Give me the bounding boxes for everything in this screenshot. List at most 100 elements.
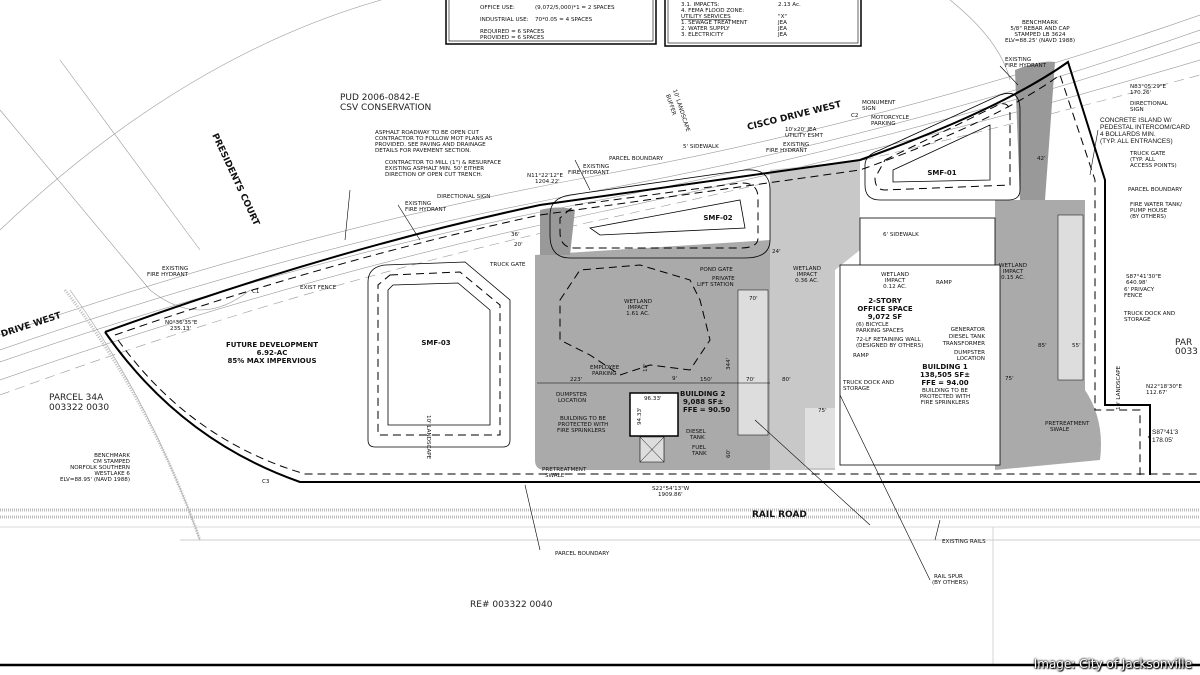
road-linework <box>0 0 1200 541</box>
fire-tank-note: FIRE WATER TANK/ <box>1130 202 1182 208</box>
generator-note: GENERATOR <box>951 327 985 333</box>
water-label: 2. WATER SUPPLY <box>681 26 730 32</box>
office-area: 9,072 SF <box>868 313 903 321</box>
benchmark-top-4: ELV=88.25' (NAVD 1988) <box>1005 38 1075 44</box>
benchmark-left: BENCHMARK <box>94 453 130 459</box>
benchmark-top-3: STAMPED LB 3624 <box>1014 32 1066 38</box>
parcel-boundary-note: PARCEL BOUNDARY <box>609 156 664 162</box>
curve-c1: C1 <box>252 289 260 295</box>
landscape-buffer-note-3: 10' LANDSCAPE <box>1116 365 1122 410</box>
building-2-label: BUILDING 2 <box>680 390 726 398</box>
electricity-label: 3. ELECTRICITY <box>681 32 724 38</box>
smf-02-label: SMF-02 <box>703 214 732 222</box>
dim-55: 55' <box>1072 343 1081 349</box>
building-1-area: 138,505 SF± <box>920 371 970 379</box>
building-2-note: BUILDING TO BE <box>560 416 606 422</box>
road-label-rail-road: RAIL ROAD <box>752 510 807 520</box>
bicycle-parking-note-2: PARKING SPACES <box>856 328 904 334</box>
hydrant-note-3: EXISTING <box>583 164 609 170</box>
bearing-4: S87°41'30"E <box>1126 274 1162 280</box>
lift-station-note-2: LIFT STATION <box>697 282 734 288</box>
truck-dock-note-b: TRUCK DOCK AND <box>842 380 894 386</box>
parcel-boundary <box>104 60 1200 483</box>
fema-label: 4. FEMA FLOOD ZONE: <box>681 8 744 14</box>
building-2-ffe: FFE = 90.50 <box>683 406 730 414</box>
monument-sign-note-2: SIGN <box>862 106 876 112</box>
pud-label-2: CSV CONSERVATION <box>340 103 431 113</box>
dim-36: 36' <box>511 232 520 238</box>
hydrant-note-2b: FIRE HYDRANT <box>147 272 189 278</box>
office-use-label: OFFICE USE: <box>480 5 515 11</box>
area-labels: FUTURE DEVELOPMENT 6.92-AC 85% MAX IMPER… <box>226 169 1027 414</box>
leader-lines <box>344 65 1151 581</box>
bearing-2-dist: 235.13' <box>170 326 191 332</box>
dim-20: 20' <box>514 242 523 248</box>
building-1-note: BUILDING TO BE <box>922 388 968 394</box>
wetland-2-label-2: IMPACT <box>797 272 818 278</box>
smf-01-label: SMF-01 <box>927 169 956 177</box>
dim-85: 85' <box>1038 343 1047 349</box>
asphalt-note: ASPHALT ROADWAY TO BE OPEN CUT <box>375 130 479 136</box>
parcel-right-number: 0033 <box>1175 347 1198 357</box>
mill-note: CONTRACTOR TO MILL (1") & RESURFACE <box>385 160 501 166</box>
diesel-tank-note: DIESEL TANK <box>949 334 985 340</box>
future-development-label: FUTURE DEVELOPMENT <box>226 341 318 349</box>
hydrant-note-4b: FIRE HYDRANT <box>766 148 808 154</box>
industrial-use-calc: 70*0.05 = 4 SPACES <box>535 17 593 23</box>
ramp-note: RAMP <box>936 280 952 286</box>
wetland-2-area: 0.36 AC. <box>795 278 819 284</box>
asphalt-note-2: CONTRACTOR TO FOLLOW MOT PLANS AS <box>375 136 493 142</box>
swale-note-b: PRETREATMENT <box>1045 421 1090 427</box>
fire-tank-note-2: PUMP HOUSE <box>1130 208 1168 214</box>
wetland-3-area: 0.12 AC. <box>883 284 907 290</box>
dim-75: 75' <box>818 408 827 414</box>
future-development-impervious: 85% MAX IMPERVIOUS <box>228 357 317 365</box>
dim-344: 344' <box>726 358 732 370</box>
dumpster-note: DUMPSTER <box>954 350 985 356</box>
site-data-table: 3.1. IMPACTS: 2.13 Ac. 4. FEMA FLOOD ZON… <box>664 0 862 47</box>
sewage-label: 1. SEWAGE TREATMENT <box>681 20 748 26</box>
swale-note: PRETREATMENT <box>542 467 587 473</box>
retaining-wall-note: 72-LF RETAINING WALL <box>856 337 921 343</box>
directional-sign-note: DIRECTIONAL SIGN <box>437 194 490 200</box>
fuel-tank-note: FUEL <box>692 445 707 451</box>
monument-sign-note: MONUMENT <box>862 100 896 106</box>
truck-gate-note-2: (TYP. ALL <box>1130 157 1156 163</box>
provided-spaces: PROVIDED = 6 SPACES <box>480 35 545 41</box>
dim-96-33: 96.33' <box>644 396 662 402</box>
jea-easement: 10'x20' JEA <box>785 127 817 133</box>
electricity-value: JEA <box>777 32 787 38</box>
utility-services: UTILITY SERVICES <box>681 14 731 20</box>
rail-spur-note: RAIL SPUR <box>934 574 963 580</box>
concrete-island-note-3: 4 BOLLARDS MIN. <box>1100 131 1156 138</box>
privacy-fence-note: 6' PRIVACY <box>1124 287 1155 293</box>
required-spaces: REQUIRED = 6 SPACES <box>480 29 545 35</box>
wetland-1-area: 1.61 AC. <box>626 311 650 317</box>
wetland-4-label-2: IMPACT <box>1003 269 1024 275</box>
truck-gate-left-note: TRUCK GATE <box>489 262 526 268</box>
truck-dock-note-2: STORAGE <box>1124 317 1151 323</box>
hydrant-note-2: EXISTING <box>162 266 188 272</box>
impacts-label: 3.1. IMPACTS: <box>681 2 720 8</box>
existing-rails-note: EXISTING RAILS <box>942 539 986 545</box>
directional-sign-note-2: DIRECTIONAL <box>1130 101 1169 107</box>
benchmark-left-3: NORFOLK SOUTHERN <box>70 465 130 471</box>
future-development-acreage: 6.92-AC <box>257 349 288 357</box>
wetland-3-label: WETLAND <box>881 272 909 278</box>
bearing-7-dist: 1909.86' <box>658 492 683 498</box>
building-1-footprint <box>839 264 1001 466</box>
swale-note-2: SWALE <box>545 473 565 479</box>
truck-dock-note: TRUCK DOCK AND <box>1123 311 1175 317</box>
paved-areas <box>535 61 1101 470</box>
dim-80: 80' <box>782 377 791 383</box>
swale-note-b2: SWALE <box>1050 427 1070 433</box>
dumpster-note-b: DUMPSTER <box>556 392 587 398</box>
retaining-wall-note-2: (DESIGNED BY OTHERS) <box>856 343 923 349</box>
dimensions: 36' 20' 223' 150' 70' 80' 70' 344' 60' 7… <box>511 156 1081 458</box>
rail-road <box>0 508 1200 665</box>
employee-parking-note-2: PARKING <box>592 371 617 377</box>
curve-c3: C3 <box>262 479 270 485</box>
dim-94-33: 94.33' <box>637 407 643 425</box>
